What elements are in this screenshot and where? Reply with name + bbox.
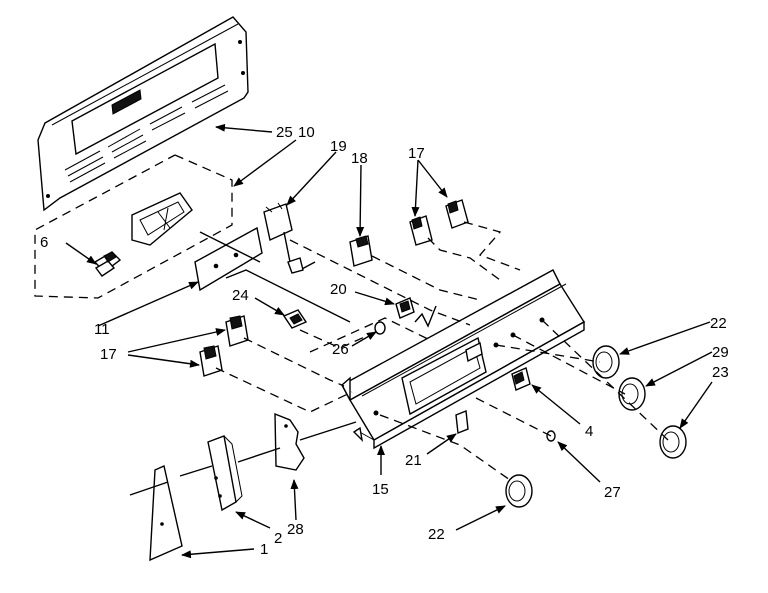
callout-10: 10 bbox=[298, 124, 315, 141]
callout-25: 25 bbox=[276, 124, 293, 141]
callout-19: 19 bbox=[330, 138, 347, 155]
bracket-part-24 bbox=[282, 309, 308, 329]
callout-28: 28 bbox=[287, 521, 304, 538]
callout-17-upper: 17 bbox=[408, 145, 425, 162]
assembly-boundary bbox=[34, 154, 233, 299]
clip-part bbox=[93, 251, 122, 277]
callout-11: 11 bbox=[94, 321, 110, 338]
assembly-lines bbox=[129, 221, 669, 496]
callout-20: 20 bbox=[330, 281, 347, 298]
knob-22-upper bbox=[592, 345, 620, 379]
bracket-part-2 bbox=[207, 435, 243, 512]
switch-pair-lower bbox=[199, 315, 249, 377]
rear-console-panel bbox=[37, 16, 249, 212]
callout-22-lower: 22 bbox=[428, 526, 445, 543]
end-cap-part-1 bbox=[149, 465, 183, 562]
terminal-part-20 bbox=[395, 297, 437, 328]
control-panel-body bbox=[341, 269, 585, 450]
nut-part-27 bbox=[546, 430, 556, 442]
knob-22-lower bbox=[505, 474, 533, 508]
callout-17-lower: 17 bbox=[100, 346, 117, 363]
leader-arrows bbox=[65, 123, 713, 559]
callout-22-upper: 22 bbox=[710, 315, 727, 332]
switch-part-4 bbox=[511, 367, 531, 391]
grommet-part-26 bbox=[374, 321, 386, 335]
callout-15: 15 bbox=[372, 481, 389, 498]
callout-labels: 25 10 19 18 17 6 11 24 20 26 17 22 29 23… bbox=[40, 124, 729, 558]
callout-2: 2 bbox=[274, 530, 282, 547]
clip-part-21 bbox=[455, 410, 469, 434]
switch-with-lead bbox=[263, 202, 316, 274]
callout-1: 1 bbox=[260, 541, 268, 558]
callout-26: 26 bbox=[332, 341, 349, 358]
switch-pair-upper bbox=[409, 199, 469, 246]
callout-21: 21 bbox=[405, 452, 422, 469]
callout-24: 24 bbox=[232, 287, 249, 304]
callout-6: 6 bbox=[40, 234, 48, 251]
clock-timer-assembly bbox=[131, 192, 263, 292]
callout-23: 23 bbox=[712, 364, 729, 381]
bracket-part-28 bbox=[274, 412, 305, 471]
callout-4: 4 bbox=[585, 423, 593, 440]
callout-18: 18 bbox=[351, 150, 368, 167]
switch-part-18 bbox=[349, 235, 373, 267]
callout-29: 29 bbox=[712, 344, 729, 361]
knob-23 bbox=[659, 425, 687, 459]
callout-27: 27 bbox=[604, 484, 621, 501]
